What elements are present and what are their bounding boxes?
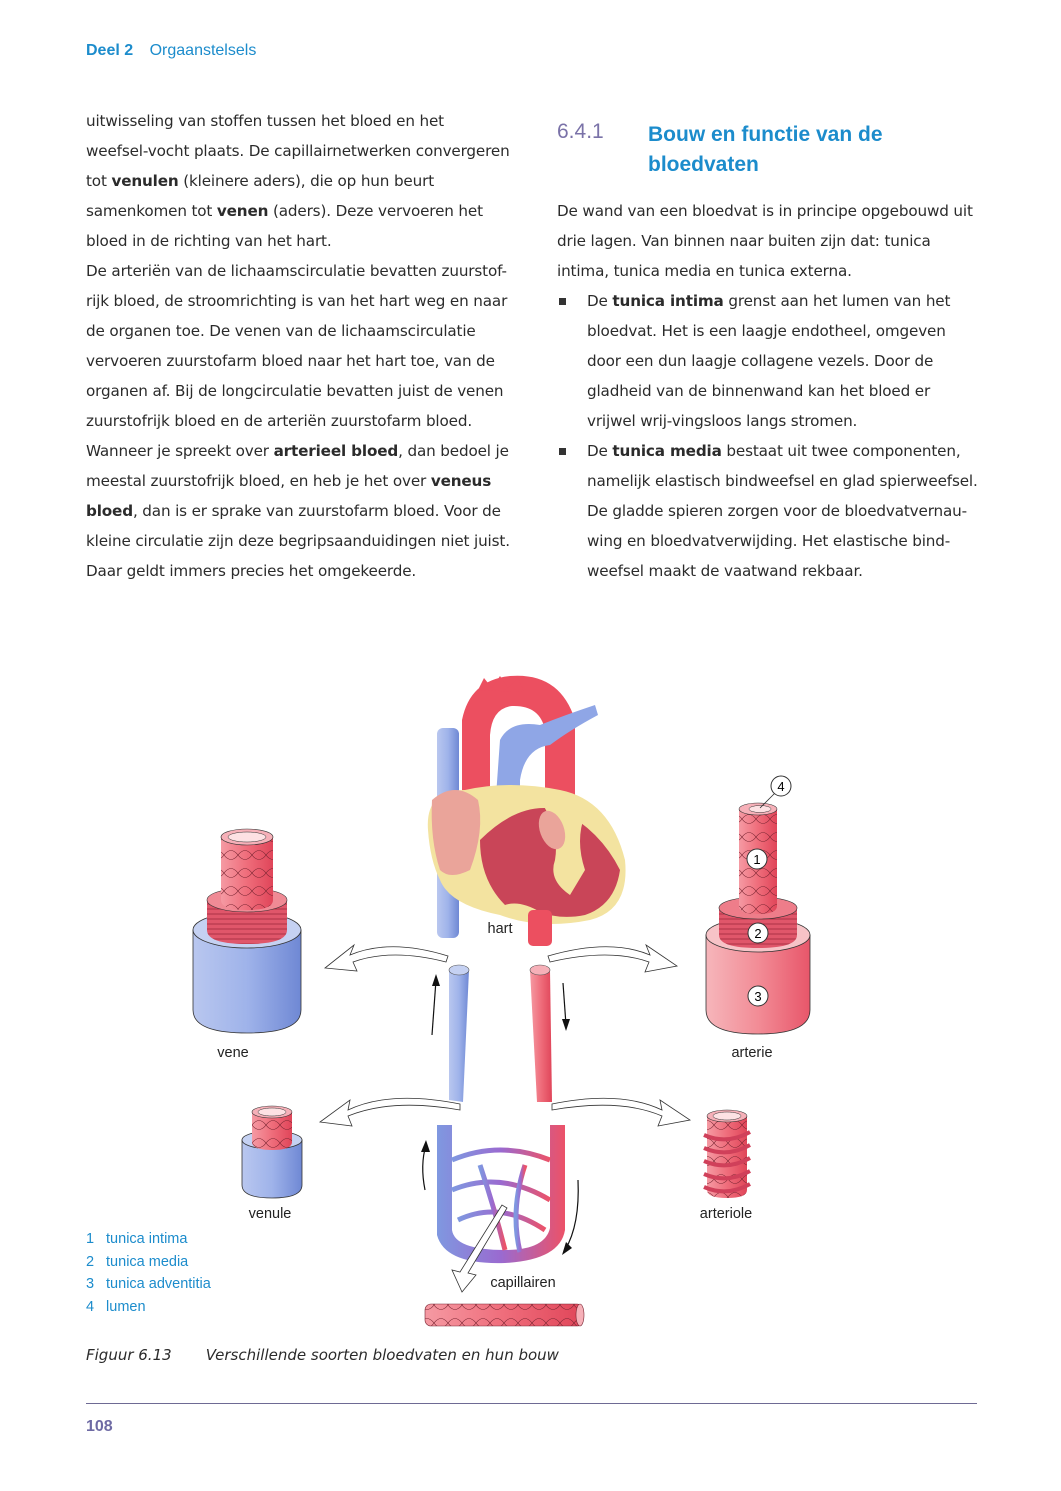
label-arteriole: arteriole	[700, 1206, 752, 1222]
running-head: Deel 2 Orgaanstelsels	[86, 42, 256, 60]
figure-number: Figuur 6.13	[86, 1346, 172, 1364]
section-intro: De wand van een bloedvat is in principe …	[557, 202, 973, 280]
label-venule: venule	[249, 1206, 292, 1222]
page-number: 108	[86, 1418, 113, 1435]
figure-caption-text: Verschillende soorten bloedvaten en hun …	[205, 1346, 559, 1364]
arteriole-cross-section	[703, 1109, 751, 1198]
bullet-item-tunica-media: De tunica media bestaat uit twee compone…	[557, 436, 981, 586]
legend-item: 4 lumen	[86, 1299, 146, 1316]
legend-item: 3 tunica adventitia	[86, 1276, 211, 1293]
part-label: Deel 2	[86, 42, 134, 59]
legend-item: 1 tunica intima	[86, 1231, 188, 1247]
label-heart: hart	[488, 921, 513, 937]
label-vein: vene	[217, 1045, 248, 1061]
flow-arrow-up	[431, 979, 437, 1036]
paragraph: uitwisseling van stoffen tussen het bloe…	[86, 112, 510, 250]
venule-cross-section	[241, 1105, 303, 1199]
bullet-square-icon	[559, 298, 566, 305]
blood-vessel-illustration: hart vene 4 1 2	[192, 675, 811, 1327]
svg-text:1: 1	[753, 852, 760, 867]
artery-tube	[530, 970, 552, 1102]
part-title: Orgaanstelsels	[149, 42, 257, 59]
vein-tube	[449, 970, 469, 1102]
marker-2: 2	[747, 922, 769, 944]
vein-cross-section	[192, 828, 302, 1034]
footer-rule	[86, 1403, 977, 1404]
marker-4: 4	[770, 775, 792, 797]
figure-blood-vessels: hart vene 4 1 2	[0, 640, 1061, 1340]
section-number: 6.4.1	[557, 120, 604, 143]
marker-1: 1	[746, 848, 768, 870]
hollow-arrows	[318, 943, 692, 1127]
bullet-item-tunica-intima: De tunica intima grenst aan het lumen va…	[557, 286, 981, 436]
figure-legend: 1 tunica intima 2 tunica media 3 tunica …	[86, 1228, 211, 1319]
legend-item: 2 tunica media	[86, 1253, 189, 1270]
section-title: Bouw en functie van de bloedvaten	[648, 123, 883, 176]
bullet-square-icon	[559, 448, 566, 455]
left-column-text: uitwisseling van stoffen tussen het bloe…	[86, 106, 510, 586]
flow-arrow-down	[562, 982, 567, 1026]
right-column-text: De wand van een bloedvat is in principe …	[557, 196, 981, 586]
label-artery: arterie	[731, 1045, 772, 1061]
marker-3: 3	[747, 985, 769, 1007]
artery-cross-section: 4 1 2 3	[705, 775, 811, 1035]
heart-drawing	[427, 675, 626, 946]
label-capillaries: capillairen	[490, 1275, 555, 1291]
capillary-tube	[424, 1303, 585, 1327]
svg-text:3: 3	[754, 989, 761, 1004]
paragraph: De arteriën van de lichaamscirculatie be…	[86, 262, 510, 580]
svg-text:4: 4	[777, 779, 784, 794]
bullet-list: De tunica intima grenst aan het lumen va…	[557, 286, 981, 586]
figure-caption: Figuur 6.13 Verschillende soorten bloedv…	[86, 1346, 559, 1364]
capillary-network	[421, 1125, 579, 1293]
svg-text:2: 2	[754, 926, 761, 941]
